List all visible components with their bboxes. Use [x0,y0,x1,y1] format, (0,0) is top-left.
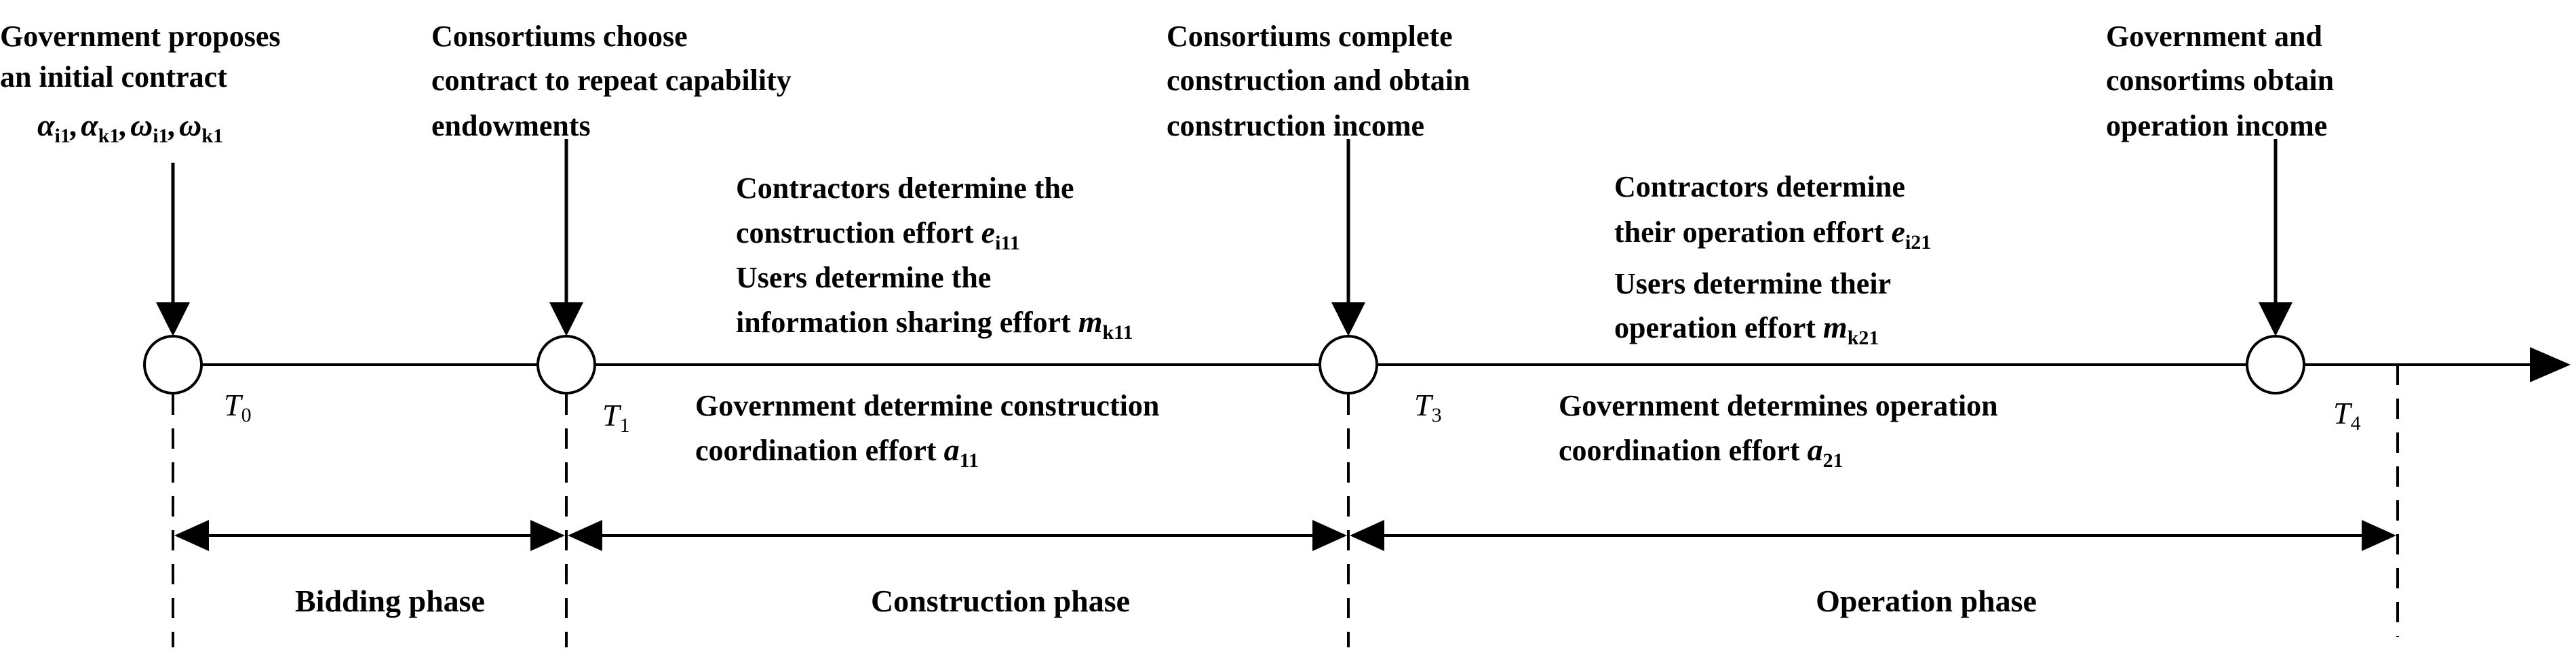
t4-event-line-1: Government and [2106,20,2322,53]
event-arrowhead-t4 [2259,302,2292,336]
t0-contract-variables: αi1, αk1, ωi1, ωk1 [37,108,223,147]
time-label-t1: T1 [602,398,630,437]
var-a-21: a [1808,432,1823,467]
phase-span-operation-right-head [2362,520,2396,551]
phase-span-construction-right-head [1312,520,1347,551]
operation-government-line-1: Government determines operation [1559,389,1998,422]
time-label-t0: T0 [224,388,252,426]
t1-event-line-3: endowments [431,109,591,142]
phase-span-construction-left-head [568,520,602,551]
t4-event-line-2: consortims obtain [2106,64,2334,97]
t1-event-line-1: Consortiums choose [431,20,688,53]
var-e-i21: e [1892,214,1905,249]
event-arrowhead-t1 [549,302,583,336]
t3-event-line-3: construction income [1167,109,1424,142]
phase-label-construction: Construction phase [871,584,1130,618]
var-omega-k1: ω [179,108,201,142]
phase-label-bidding: Bidding phase [295,584,485,618]
operation-contractors-line-1: Contractors determine [1614,170,1905,203]
event-arrowhead-t3 [1331,302,1365,336]
time-point-t0 [143,335,203,395]
construction-users-line-2: information sharing effort mk11 [736,304,1133,344]
var-a-11: a [944,432,960,467]
operation-government-line-2: coordination effort a21 [1559,432,1843,472]
var-e-i11: e [981,215,995,249]
var-m-k21: m [1823,310,1848,344]
t0-event-line-2: an initial contract [0,60,227,94]
time-label-t4: T4 [2333,396,2361,434]
operation-contractors-line-2: their operation effort ei21 [1614,214,1931,254]
phase-span-bidding-right-head [530,520,565,551]
construction-government-line-2: coordination effort a11 [695,432,979,472]
phase-span-bidding-left-head [174,520,209,551]
time-point-t4 [2246,335,2305,395]
time-point-t3 [1319,335,1378,395]
var-alpha-i1: α [37,108,56,142]
time-label-t3: T3 [1414,388,1442,426]
t3-event-line-1: Consortiums complete [1167,20,1453,53]
t3-event-line-2: construction and obtain [1167,64,1470,97]
construction-contractors-line-1: Contractors determine the [736,171,1074,205]
var-m-k11: m [1078,304,1103,339]
construction-users-line-1: Users determine the [736,261,991,294]
var-omega-i1: ω [130,108,153,142]
t1-event-line-2: contract to repeat capability [431,64,792,97]
phase-span-operation-left-head [1350,520,1384,551]
t0-event-line-1: Government proposes [0,20,281,53]
var-alpha-k1: α [81,108,99,142]
operation-users-line-1: Users determine their [1614,267,1891,300]
timeline-arrowhead [2530,347,2571,382]
event-arrowhead-t0 [156,302,190,336]
construction-government-line-1: Government determine construction [695,389,1159,422]
operation-users-line-2: operation effort mk21 [1614,310,1879,349]
phase-label-operation: Operation phase [1816,584,2037,618]
t4-event-line-3: operation income [2106,109,2327,142]
time-point-t1 [536,335,596,395]
construction-contractors-line-2: construction effort ei11 [736,215,1020,254]
